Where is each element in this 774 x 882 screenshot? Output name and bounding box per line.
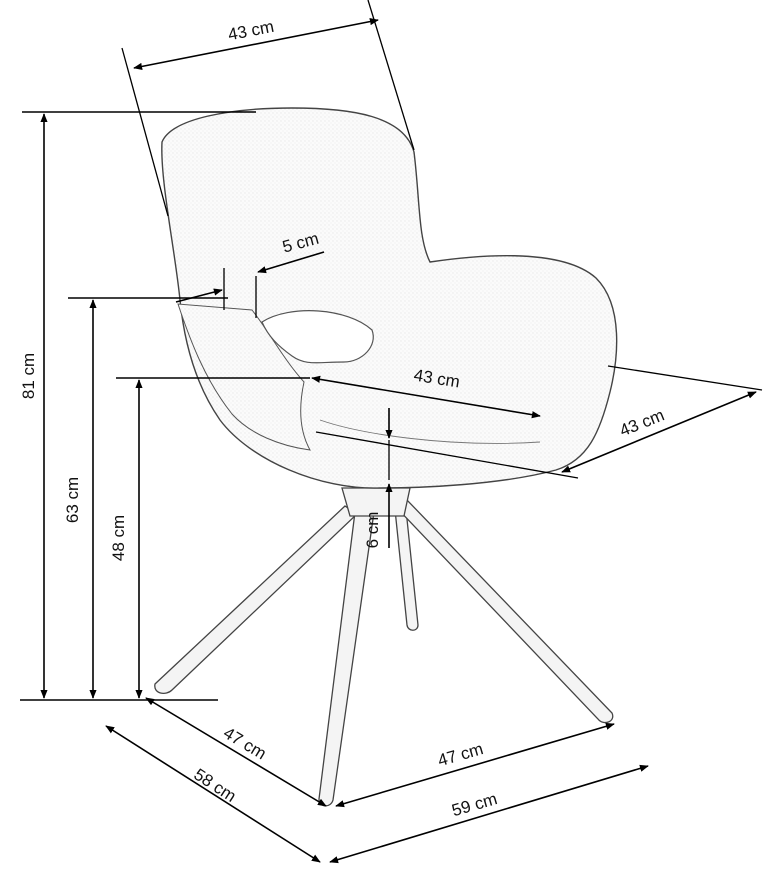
chair-seat-edge bbox=[319, 419, 541, 444]
chair-front-leg bbox=[318, 511, 375, 807]
label-seat-thickness: 6 cm bbox=[363, 512, 382, 549]
dim-base-width: 59 cm bbox=[329, 764, 649, 864]
label-armrest-height: 63 cm bbox=[63, 477, 82, 523]
label-base-depth: 58 cm bbox=[190, 765, 239, 806]
dim-seat-thickness: 6 cm bbox=[363, 408, 393, 549]
label-leg-span-right: 47 cm bbox=[436, 739, 486, 770]
label-total-height: 81 cm bbox=[19, 353, 38, 399]
dim-armrest-height: 63 cm bbox=[63, 299, 97, 699]
chair-rear-leg bbox=[393, 499, 419, 631]
label-back-width: 43 cm bbox=[226, 17, 275, 44]
dim-back-width: 43 cm bbox=[121, 0, 415, 217]
dim-base-depth: 58 cm bbox=[105, 725, 321, 863]
chair-right-leg bbox=[393, 499, 614, 724]
label-seat-depth: 43 cm bbox=[617, 405, 667, 440]
chair-left-armrest-front bbox=[177, 303, 311, 451]
chair-left-leg bbox=[154, 505, 359, 695]
chair-back-opening bbox=[261, 310, 374, 364]
chair-illustration bbox=[154, 107, 618, 807]
label-seat-height: 48 cm bbox=[109, 515, 128, 561]
dim-seat-height: 48 cm bbox=[109, 379, 143, 699]
dim-total-height: 81 cm bbox=[19, 113, 48, 699]
label-base-width: 59 cm bbox=[450, 789, 500, 820]
